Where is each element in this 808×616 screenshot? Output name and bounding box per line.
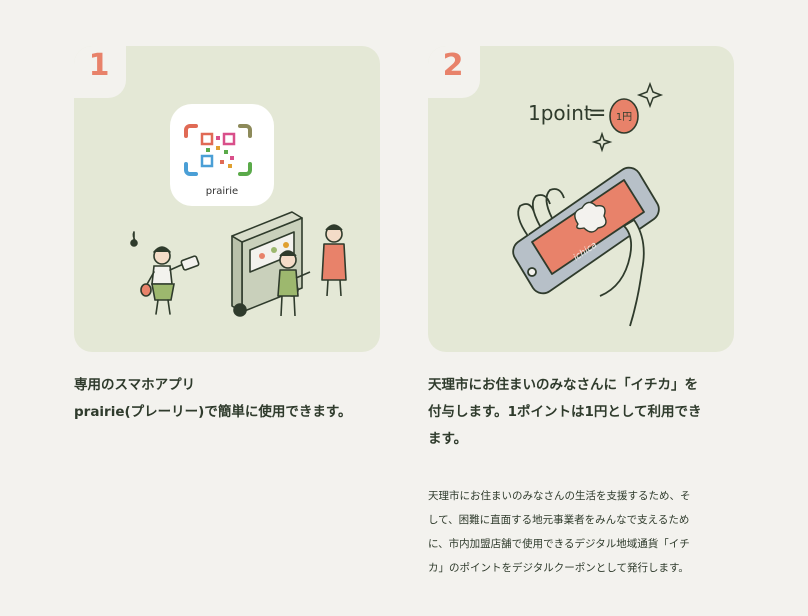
sparkle-icon — [591, 131, 613, 153]
food-truck-scene — [231, 211, 347, 317]
formula-point-label: 1point — [528, 101, 592, 125]
step2-number: 2 — [442, 48, 464, 83]
girl-figure — [130, 231, 200, 315]
step1-number: 1 — [88, 48, 110, 83]
step2-caption-line: ます。 — [428, 431, 468, 447]
formula-equals: = — [588, 101, 606, 126]
step1-caption: 専用のスマホアプリ prairie(プレーリー)で簡単に使用できます。 — [74, 372, 352, 426]
description-line: して、困難に直面する地元事業者をみんなで支えるため — [428, 514, 690, 526]
step1-card: prairie — [74, 46, 380, 352]
point-phone-illustration: 1point = 1円 ichica — [512, 81, 664, 327]
step2-description: 天理市にお住まいのみなさんの生活を支援するため、そ して、困難に直面する地元事業… — [428, 484, 748, 580]
app-name-label: prairie — [206, 186, 238, 197]
prairie-app-icon: prairie — [170, 104, 274, 206]
yen-coin-icon: 1円 — [609, 98, 639, 134]
phone-in-hand: ichica — [512, 166, 660, 327]
step2-caption-line: 付与します。1ポイントは1円として利用でき — [428, 404, 702, 420]
step1-caption-line: 専用のスマホアプリ — [74, 377, 196, 393]
coin-label: 1円 — [616, 112, 632, 123]
description-line: 天理市にお住まいのみなさんの生活を支援するため、そ — [428, 490, 691, 502]
step2-number-tab — [428, 46, 480, 98]
step2-caption-line: 天理市にお住まいのみなさんに「イチカ」を — [428, 377, 698, 393]
step2-caption: 天理市にお住まいのみなさんに「イチカ」を 付与します。1ポイントは1円として利用… — [428, 372, 702, 453]
description-line: カ」のポイントをデジタルクーポンとして発行します。 — [428, 562, 689, 574]
step1-number-tab — [74, 46, 126, 98]
sparkle-icon — [636, 81, 664, 109]
description-line: に、市内加盟店舗で使用できるデジタル地域通貨「イチ — [428, 538, 690, 550]
step2-card: 1point = 1円 ichica 2 — [428, 46, 734, 352]
qr-app-illustration: prairie — [130, 104, 347, 317]
step1-caption-line: prairie(プレーリー)で簡単に使用できます。 — [74, 404, 352, 420]
